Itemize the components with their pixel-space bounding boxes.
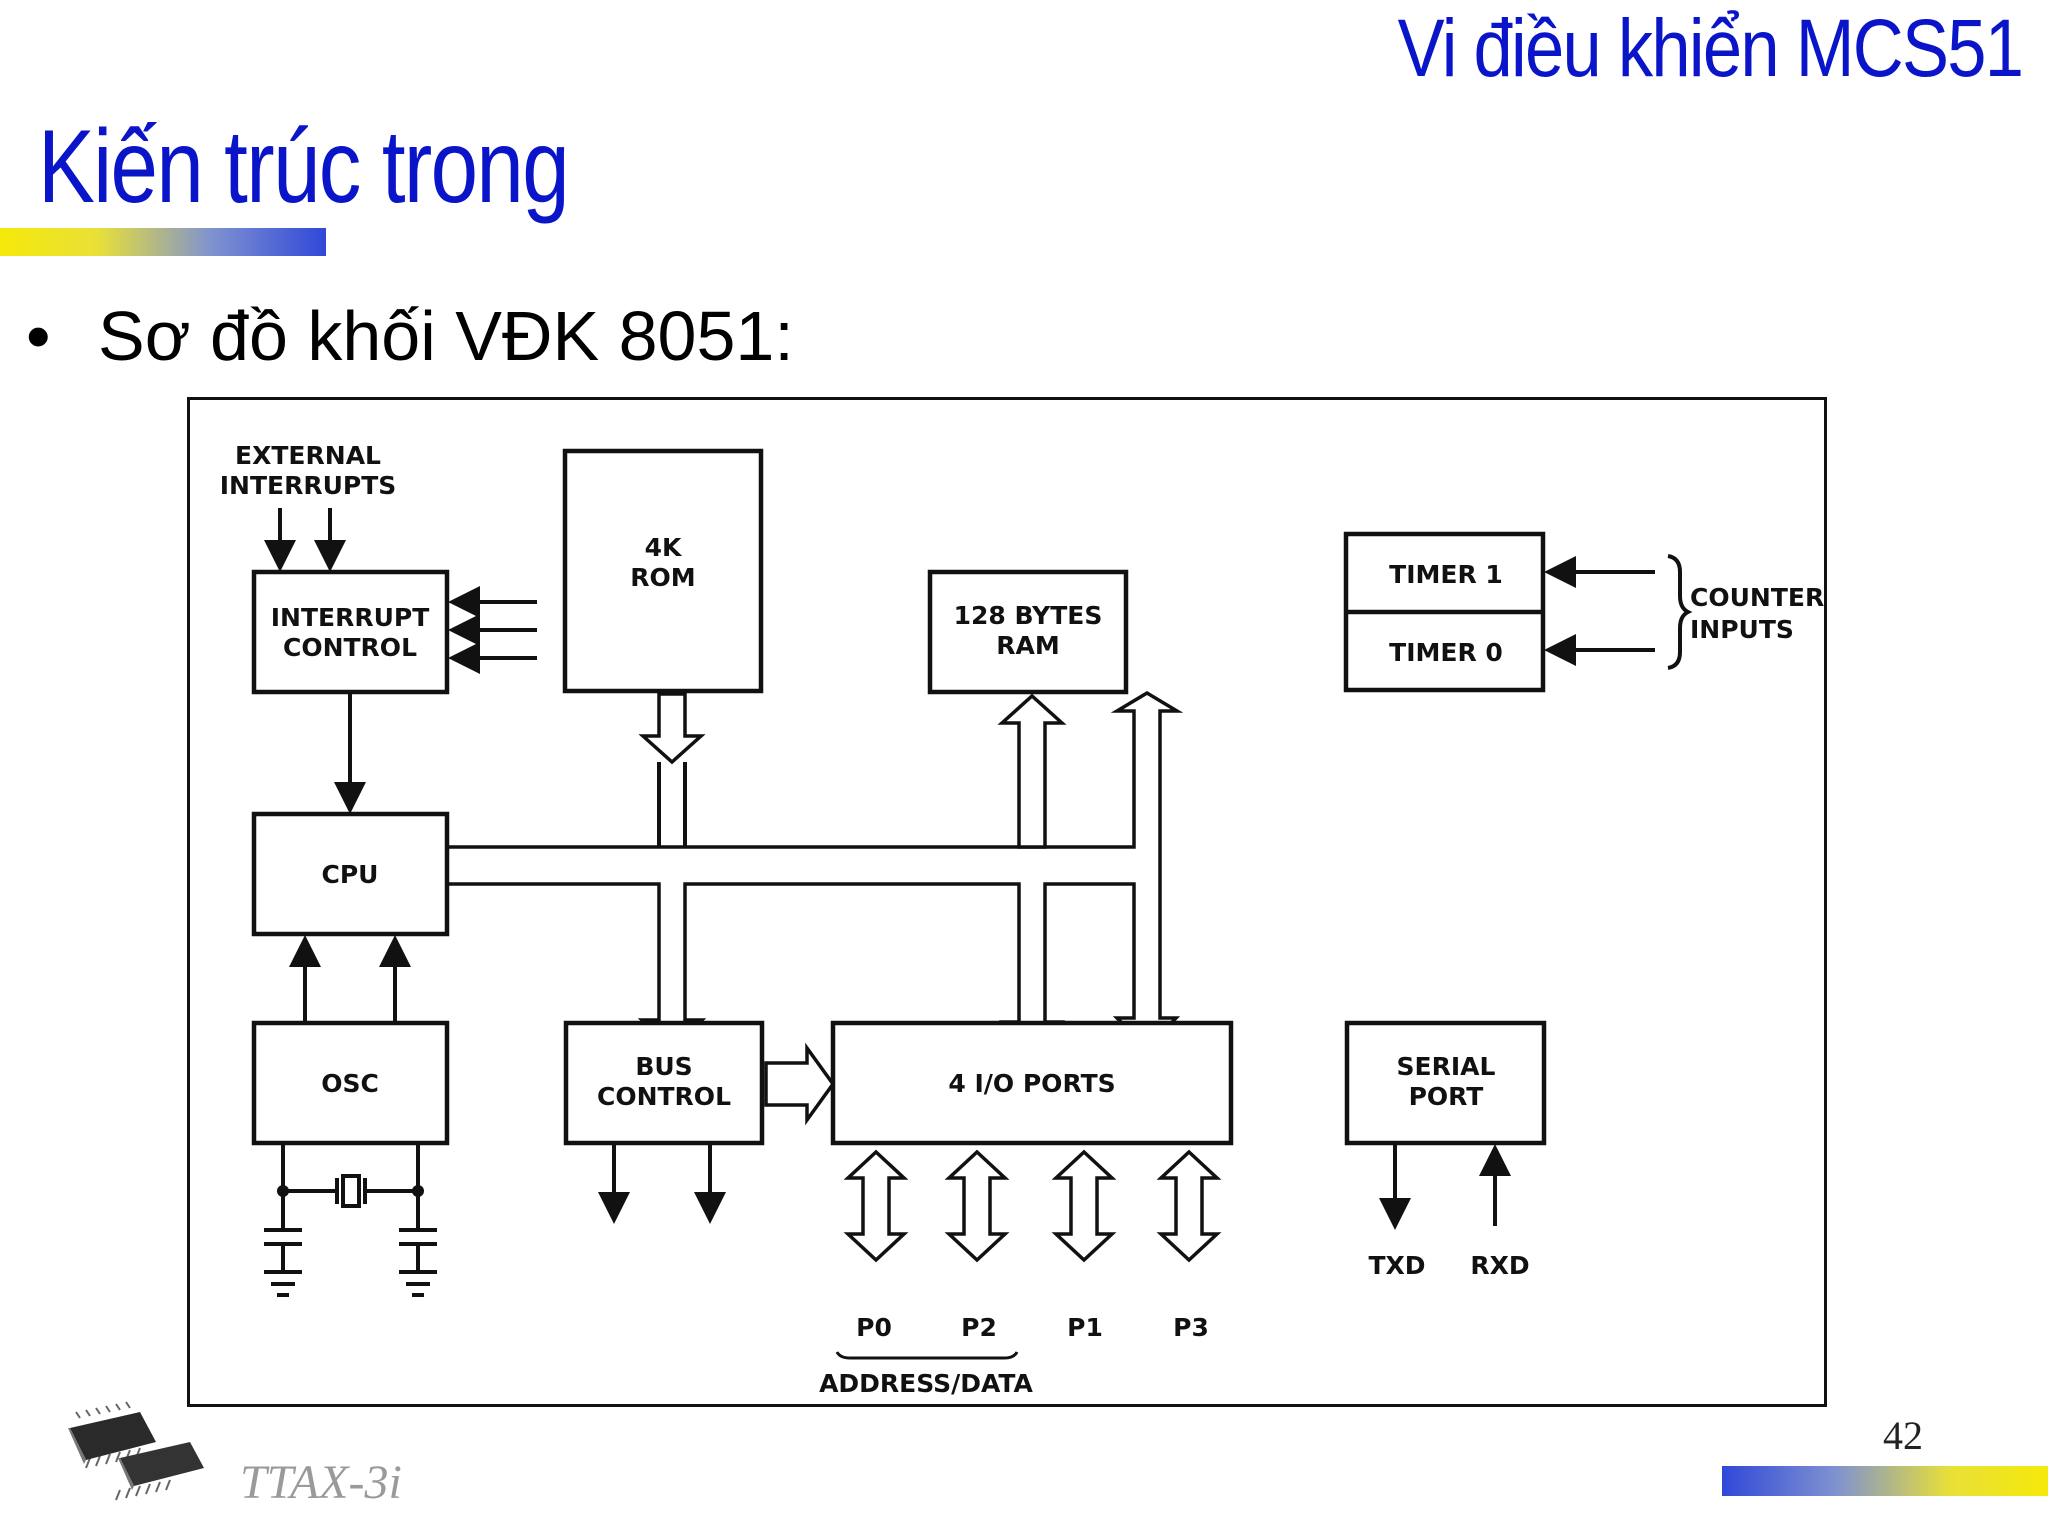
p3-label: P3 [1173,1313,1209,1342]
rom-label: 4K [645,533,683,562]
rxd-label: RXD [1470,1251,1529,1280]
bullet-icon: • [26,297,51,375]
io-ports-label: 4 I/O PORTS [948,1069,1115,1098]
external-interrupts-label-2: INTERRUPTS [220,471,397,500]
internal-bus [389,690,1222,1263]
serial-port-label-2: PORT [1409,1082,1484,1111]
page-number: 42 [1883,1413,1923,1458]
counter-inputs-label-2: INPUTS [1690,615,1794,644]
ram-label: 128 BYTES [954,601,1103,630]
osc-label: OSC [321,1069,379,1098]
p1-bus [1051,1149,1117,1263]
counter-inputs-label: COUNTER [1690,583,1824,612]
course-title: Vi điều khiển MCS51 [1397,3,2023,94]
p0-bus [843,1149,909,1263]
interrupt-control-box [251,569,450,695]
rom-box [562,448,764,694]
bus-control-label-2: CONTROL [597,1082,731,1111]
ram-label-2: RAM [996,631,1059,660]
external-interrupts-label: EXTERNAL [235,441,381,470]
interrupt-control-label-2: CONTROL [283,633,417,662]
p2-bus [944,1149,1010,1263]
rom-label-2: ROM [630,563,695,592]
counter-brace [1667,554,1693,670]
signal-arrows [264,508,1655,1230]
bus-control-box [563,1020,765,1146]
bullet-text: Sơ đồ khối VĐK 8051: [98,297,794,375]
footer-logo-text: TTAX-3i [240,1456,402,1509]
serial-port-label: SERIAL [1397,1052,1496,1081]
p3-bus [1156,1149,1222,1263]
p0-label: P0 [856,1313,892,1342]
title-underline-bar [0,228,326,256]
p1-label: P1 [1067,1313,1103,1342]
cpu-box [251,811,450,937]
crystal-circuit [264,1143,437,1297]
serial-port-box [1344,1020,1547,1146]
txd-label: TXD [1368,1251,1425,1280]
block-diagram-8051: EXTERNAL INTERRUPTS INTERRUPT CONTROL 4K… [187,397,1827,1407]
p2-label: P2 [961,1313,997,1342]
timer1-label: TIMER 1 [1389,560,1503,589]
address-data-bracket [835,1351,1019,1360]
footer-gradient-bar [1722,1466,2048,1496]
interrupt-control-label: INTERRUPT [271,603,430,632]
timer0-label: TIMER 0 [1389,638,1503,667]
ram-box [927,569,1129,695]
io-ports-box [830,1020,1234,1146]
slide-title: Kiến trúc trong [38,109,570,225]
osc-box [251,1020,450,1146]
cpu-label: CPU [322,860,379,889]
diagram-canvas: EXTERNAL INTERRUPTS INTERRUPT CONTROL 4K… [220,441,1824,1398]
ic-chips-icon [68,1401,204,1501]
bus-control-label: BUS [635,1052,692,1081]
address-data-label: ADDRESS/DATA [819,1369,1033,1398]
